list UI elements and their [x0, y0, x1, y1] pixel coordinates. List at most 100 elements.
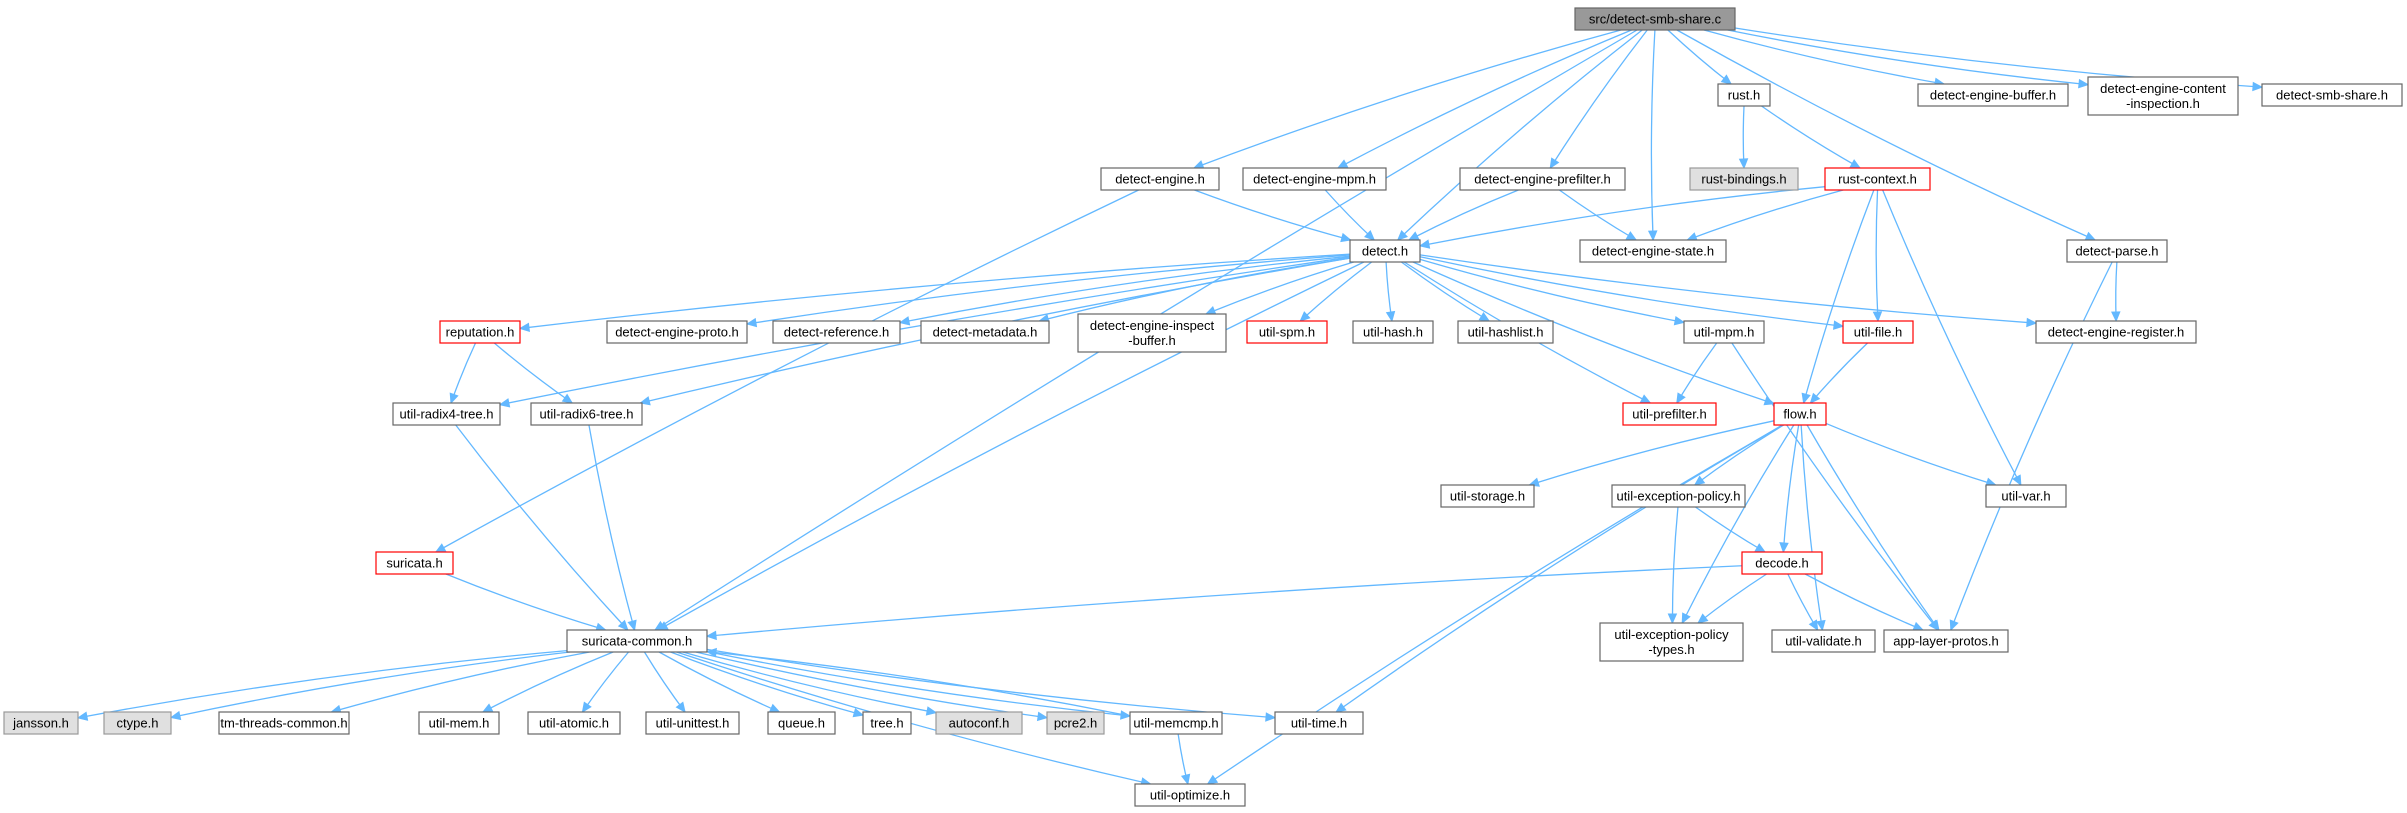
node-root[interactable]: src/detect-smb-share.c	[1574, 7, 1736, 31]
node-label: reputation.h	[446, 325, 515, 340]
node-scomm[interactable]: suricata-common.h	[566, 629, 708, 653]
node-uhash[interactable]: util-hash.h	[1352, 320, 1434, 344]
arrowhead-icon	[76, 711, 89, 721]
edge-flow-to-uexct	[1681, 424, 1795, 625]
edge-line	[1697, 573, 1767, 624]
arrowhead-icon	[581, 701, 592, 714]
arrowhead-icon	[1647, 230, 1658, 242]
node-label: detect-engine-state.h	[1592, 244, 1714, 259]
node-r4[interactable]: util-radix4-tree.h	[392, 402, 501, 426]
node-label: detect-metadata.h	[933, 325, 1038, 340]
edge-dparse-to-alp	[1949, 261, 2113, 632]
node-rctx[interactable]: rust-context.h	[1824, 167, 1931, 191]
node-uspm[interactable]: util-spm.h	[1246, 320, 1328, 344]
node-uopt[interactable]: util-optimize.h	[1134, 783, 1246, 807]
arrowhead-icon	[1478, 312, 1491, 322]
edge-line	[1727, 29, 2089, 86]
edge-rust-to-rctx	[1761, 105, 1862, 169]
edge-scomm-to-autoc	[682, 651, 938, 716]
node-label: tree.h	[870, 716, 903, 731]
node-label: util-hash.h	[1363, 325, 1423, 340]
node-r6[interactable]: util-radix6-tree.h	[530, 402, 643, 426]
edge-root-to-detect	[1396, 29, 1643, 241]
node-rust[interactable]: rust.h	[1717, 83, 1771, 107]
node-dinsp[interactable]: detect-engine-inspect-buffer.h	[1077, 313, 1227, 353]
arrowhead-icon	[705, 630, 717, 641]
edge-line	[746, 254, 1351, 325]
edge-scomm-to-tree	[670, 651, 865, 718]
edge-line	[1412, 261, 1775, 405]
edge-flow-to-decode	[1779, 424, 1800, 554]
node-pcre2[interactable]: pcre2.h	[1046, 711, 1105, 735]
edge-decode-to-uval	[1787, 573, 1819, 632]
node-umpm[interactable]: util-mpm.h	[1683, 320, 1765, 344]
node-uvar[interactable]: util-var.h	[1985, 484, 2067, 508]
node-umem[interactable]: util-mem.h	[418, 711, 500, 735]
node-label: detect-engine-prefilter.h	[1474, 172, 1611, 187]
arrowhead-icon	[169, 710, 182, 721]
edge-line	[435, 189, 1139, 553]
edge-rctx-to-flow	[1801, 189, 1875, 405]
node-tmth[interactable]: tm-threads-common.h	[218, 711, 350, 735]
node-box	[2066, 239, 2168, 263]
node-box	[1842, 320, 1914, 344]
node-box	[1349, 239, 1421, 263]
node-box	[1917, 83, 2069, 107]
node-uhashl[interactable]: util-hashlist.h	[1457, 320, 1554, 344]
node-box	[103, 711, 172, 735]
node-ustor[interactable]: util-storage.h	[1440, 484, 1535, 508]
node-alp[interactable]: app-layer-protos.h	[1883, 629, 2009, 653]
node-label: util-spm.h	[1259, 325, 1315, 340]
node-debuf[interactable]: detect-engine-buffer.h	[1917, 83, 2069, 107]
node-dparse[interactable]: detect-parse.h	[2066, 239, 2168, 263]
node-utime[interactable]: util-time.h	[1274, 711, 1364, 735]
node-tree[interactable]: tree.h	[862, 711, 912, 735]
node-uunit[interactable]: util-unittest.h	[645, 711, 740, 735]
node-upref[interactable]: util-prefilter.h	[1622, 402, 1717, 426]
node-uexct[interactable]: util-exception-policy-types.h	[1599, 622, 1744, 662]
node-dreg[interactable]: detect-engine-register.h	[2035, 320, 2197, 344]
node-jans[interactable]: jansson.h	[3, 711, 79, 735]
node-dpre[interactable]: detect-engine-prefilter.h	[1459, 167, 1626, 191]
arrowhead-icon	[1206, 774, 1219, 785]
edge-rep-to-r4	[449, 342, 477, 405]
node-umemc[interactable]: util-memcmp.h	[1129, 711, 1223, 735]
node-label: rust-context.h	[1838, 172, 1917, 187]
node-box	[1717, 83, 1771, 107]
edge-detect-to-uhash	[1385, 261, 1396, 323]
node-deng[interactable]: detect-engine.h	[1100, 167, 1220, 191]
node-label: detect-parse.h	[2075, 244, 2158, 259]
node-autoc[interactable]: autoconf.h	[935, 711, 1023, 735]
node-detect[interactable]: detect.h	[1349, 239, 1421, 263]
node-label: detect-engine-content	[2100, 81, 2226, 96]
node-decode[interactable]: decode.h	[1741, 551, 1823, 575]
node-uatom[interactable]: util-atomic.h	[527, 711, 621, 735]
node-uval[interactable]: util-validate.h	[1771, 629, 1876, 653]
node-rep[interactable]: reputation.h	[439, 320, 521, 344]
node-box	[2087, 76, 2239, 116]
node-box	[772, 320, 901, 344]
node-rbind[interactable]: rust-bindings.h	[1689, 167, 1799, 191]
node-dref[interactable]: detect-reference.h	[772, 320, 901, 344]
node-decontent[interactable]: detect-engine-content-inspection.h	[2087, 76, 2239, 116]
node-dstate[interactable]: detect-engine-state.h	[1579, 239, 1727, 263]
arrowhead-icon	[1336, 159, 1349, 169]
node-label: detect-engine-mpm.h	[1253, 172, 1376, 187]
arrowhead-icon	[1407, 231, 1420, 241]
graph-nodes: src/detect-smb-share.c rust.h detect-engin…	[3, 7, 2403, 807]
node-uexc[interactable]: util-exception-policy.h	[1611, 484, 1746, 508]
node-label: util-time.h	[1291, 716, 1347, 731]
edge-line	[1825, 422, 1996, 486]
node-dsmb[interactable]: detect-smb-share.h	[2261, 83, 2403, 107]
node-dmeta[interactable]: detect-metadata.h	[920, 320, 1050, 344]
node-ctype[interactable]: ctype.h	[103, 711, 172, 735]
edge-root-to-decontent	[1727, 29, 2090, 89]
node-ufile[interactable]: util-file.h	[1842, 320, 1914, 344]
node-dproto[interactable]: detect-engine-proto.h	[606, 320, 748, 344]
node-suri[interactable]: suricata.h	[375, 551, 454, 575]
node-queue[interactable]: queue.h	[767, 711, 836, 735]
node-dmpm[interactable]: detect-engine-mpm.h	[1242, 167, 1387, 191]
edge-detect-to-rep	[518, 253, 1351, 333]
arrowhead-icon	[481, 703, 494, 713]
node-flow[interactable]: flow.h	[1773, 402, 1827, 426]
